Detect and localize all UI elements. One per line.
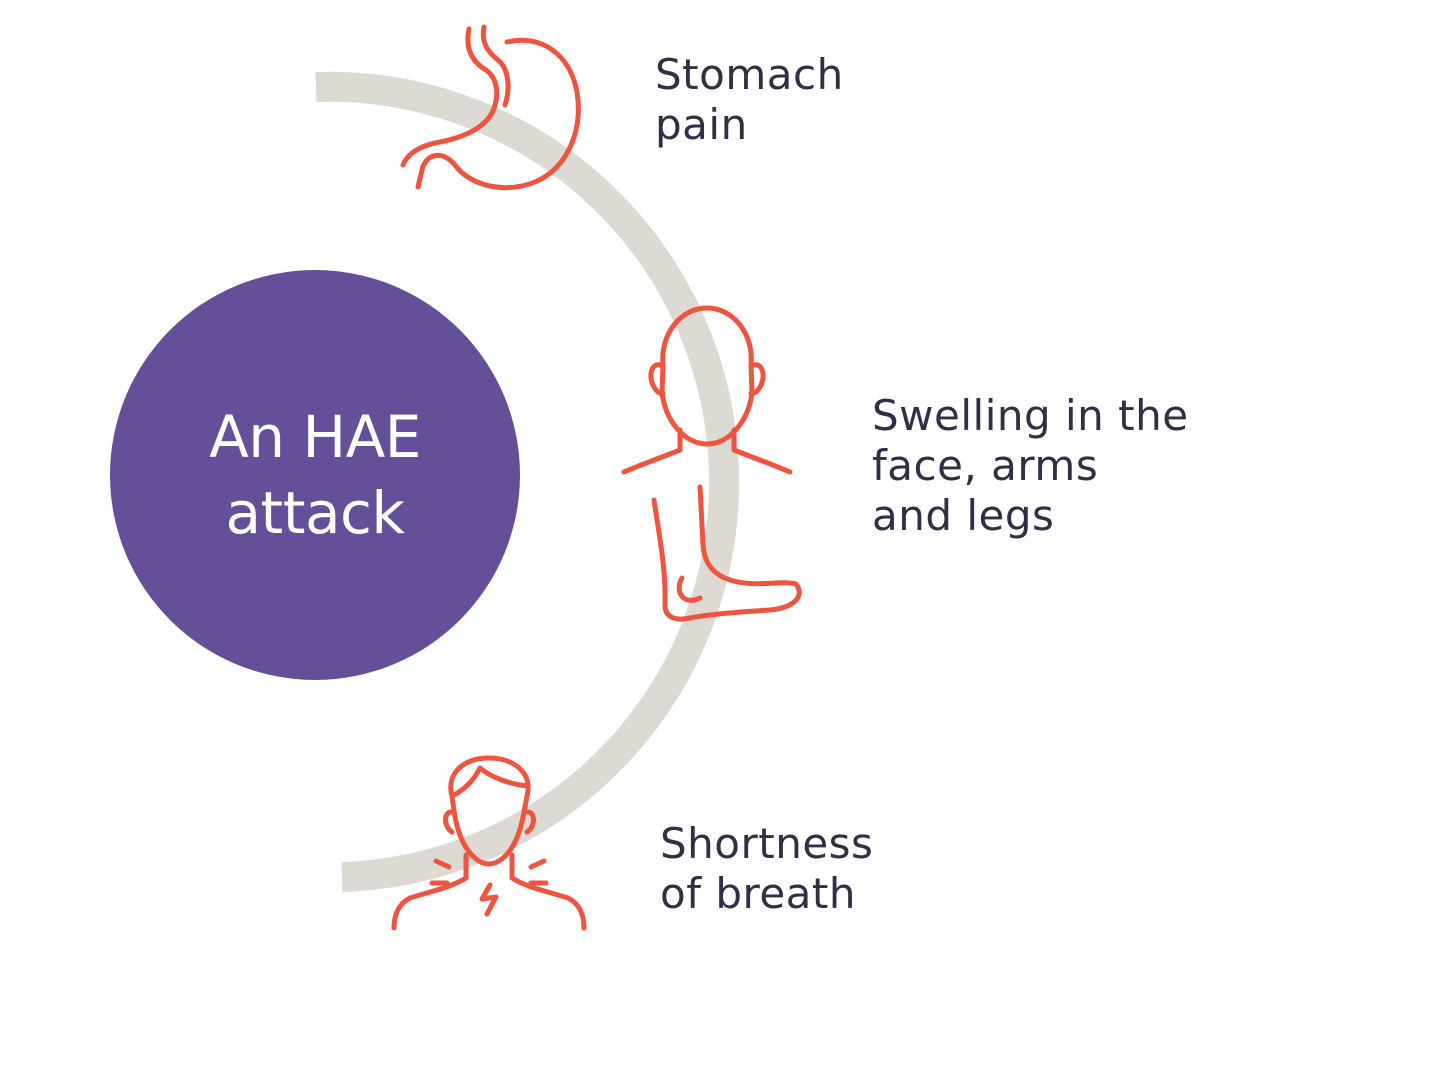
head-and-foot-icon	[621, 305, 802, 622]
symptom-label-stomach-pain: Stomach pain	[655, 50, 844, 150]
symptom-label-line: Stomach	[655, 50, 844, 99]
symptom-label-line: face, arms	[872, 441, 1099, 490]
symptom-label-line: of breath	[660, 869, 857, 918]
symptom-label-line: and legs	[872, 491, 1055, 540]
symptom-label-line: pain	[655, 100, 748, 149]
symptom-label-line: Shortness	[660, 819, 874, 868]
center-circle	[110, 270, 520, 680]
symptom-label-line: Swelling in the	[872, 391, 1189, 440]
symptom-label-shortness-of-breath: Shortness of breath	[660, 819, 873, 919]
symptom-label-swelling: Swelling in the face, arms and legs	[872, 391, 1189, 541]
center-label-line-2: attack	[225, 479, 405, 547]
stomach-icon	[400, 24, 581, 191]
connecting-arc	[315, 71, 740, 892]
center-label: An HAE attack	[105, 270, 525, 680]
center-label-line-1: An HAE	[209, 403, 421, 471]
throat-pain-icon	[391, 755, 587, 931]
